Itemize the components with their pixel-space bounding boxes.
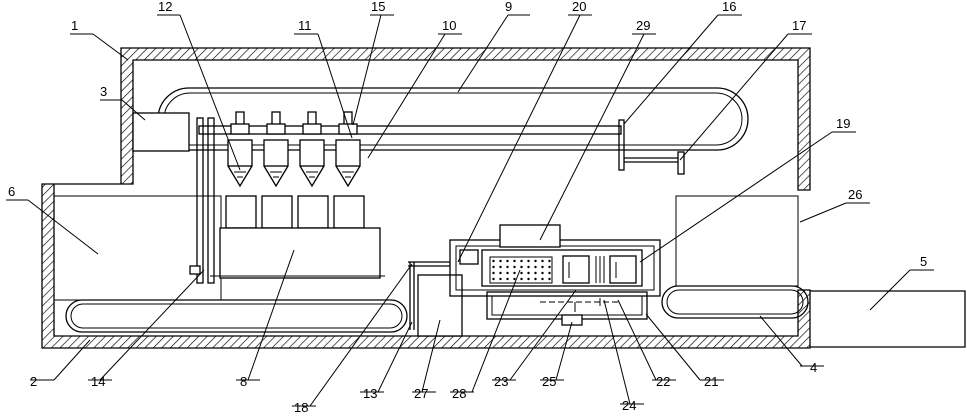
nozzle-head (336, 112, 360, 186)
left-block-6 (54, 196, 221, 300)
label-19: 19 (836, 116, 850, 131)
label-24: 24 (622, 398, 636, 413)
label-17: 17 (792, 18, 806, 33)
label-25: 25 (542, 374, 556, 389)
nozzle-head (264, 112, 288, 186)
label-27: 27 (414, 386, 428, 401)
label-11: 11 (298, 18, 312, 33)
label-1: 1 (71, 18, 78, 33)
right-block-26 (676, 196, 798, 286)
block-27 (418, 275, 462, 336)
label-23: 23 (494, 374, 508, 389)
dotted-panel-28 (490, 257, 552, 283)
label-3: 3 (100, 84, 107, 99)
label-26: 26 (848, 187, 862, 202)
outer-platform-5 (810, 291, 965, 347)
workpiece (226, 196, 256, 228)
label-22: 22 (656, 374, 670, 389)
bottom-left-conveyor-belt (66, 300, 407, 332)
vertical-frame-14 (190, 118, 214, 283)
label-9: 9 (505, 0, 512, 14)
module-22 (610, 256, 636, 283)
label-18: 18 (294, 400, 308, 415)
bottom-right-conveyor-belt (662, 286, 808, 318)
label-29: 29 (636, 18, 650, 33)
top-box-29 (500, 225, 560, 247)
guide-rail-10 (199, 126, 621, 134)
label-10: 10 (442, 18, 456, 33)
workpiece (298, 196, 328, 228)
label-13: 13 (363, 386, 377, 401)
label-14: 14 (91, 374, 105, 389)
label-21: 21 (704, 374, 718, 389)
workpiece (262, 196, 292, 228)
label-12: 12 (158, 0, 172, 14)
motor-3 (133, 113, 189, 151)
label-2: 2 (30, 374, 37, 389)
bracket-16-17 (619, 120, 684, 174)
base-8 (210, 228, 385, 278)
workpiece (334, 196, 364, 228)
label-15: 15 (371, 0, 385, 14)
label-5: 5 (920, 254, 927, 269)
label-20: 20 (572, 0, 586, 14)
label-4: 4 (810, 360, 817, 375)
label-6: 6 (8, 184, 15, 199)
label-8: 8 (240, 374, 247, 389)
label-16: 16 (722, 0, 736, 14)
module-23 (563, 256, 589, 283)
nozzle-head-row (228, 112, 360, 186)
workpiece-row (226, 196, 364, 228)
part-labels: 1 2 3 4 5 6 8 9 10 11 12 13 14 15 16 17 … (8, 0, 927, 415)
label-28: 28 (452, 386, 466, 401)
nozzle-head (300, 112, 324, 186)
